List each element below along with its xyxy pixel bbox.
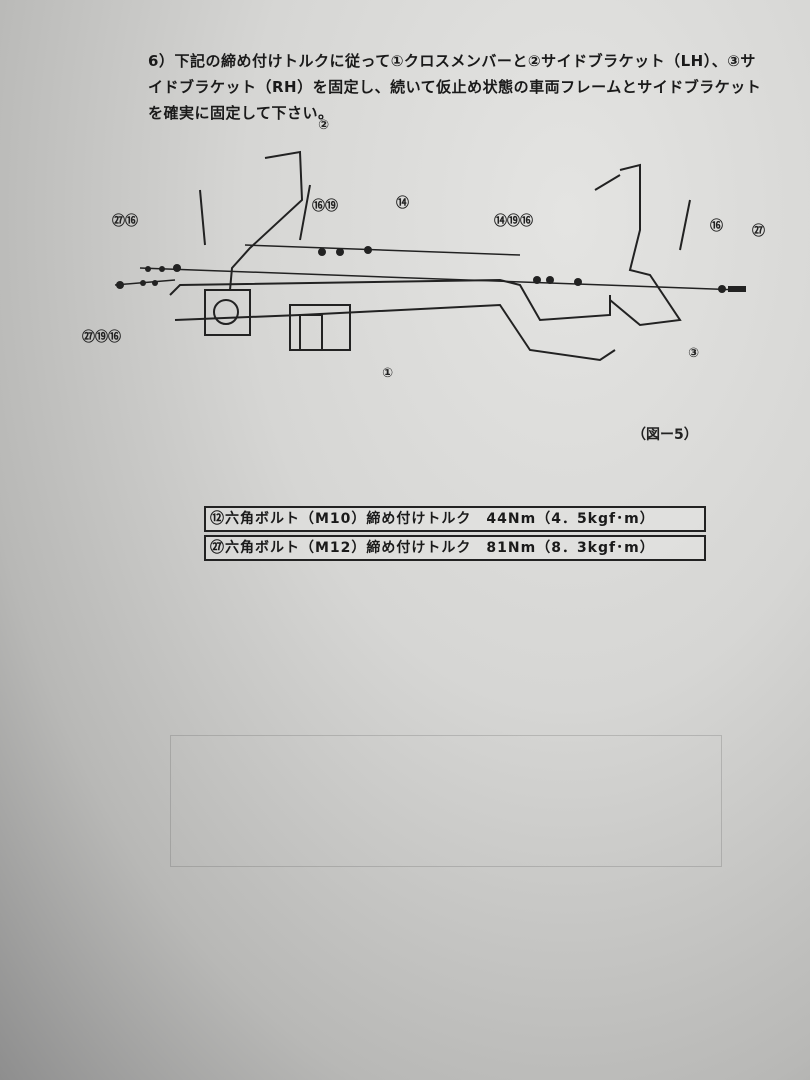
callout-left-bolt-top: ㉗⑯ [112, 214, 139, 229]
side-bracket-lh-shape [229, 150, 304, 291]
callout-right-bolt-end: ㉗ [752, 224, 766, 239]
bleed-through-box [170, 735, 722, 867]
callout-bolt-left: ⑭ [396, 196, 410, 211]
figure-label: （図ー5） [632, 427, 698, 443]
instruction-text: 6）下記の締め付けトルクに従って①クロスメンバーと②サイドブラケット（LH）、③… [108, 48, 768, 126]
callout-upper-right: ⑭⑲⑯ [494, 214, 534, 229]
callout-right-bolt: ⑯ [710, 219, 724, 234]
torque-spec-m12: ㉗六角ボルト（M12）締め付けトルク 81Nm（8．3kgf･m） [204, 535, 706, 561]
step-text: 下記の締め付けトルクに従って①クロスメンバーと②サイドブラケット（LH）、③サイ… [148, 52, 762, 122]
callout-washers-left: ⑯⑲ [312, 199, 339, 214]
callout-left-bolt-bottom: ㉗⑲⑯ [82, 330, 122, 345]
callout-side-bracket-lh: ② [318, 118, 330, 133]
callout-side-bracket-rh: ③ [688, 346, 700, 361]
side-bracket-rh-shape [609, 163, 682, 327]
step-number: 6） [148, 52, 175, 70]
callout-cross-member: ① [382, 366, 394, 381]
torque-spec-m10: ⑫六角ボルト（M10）締め付けトルク 44Nm（4．5kgf･m） [204, 506, 706, 532]
cross-member-shape [169, 278, 611, 322]
